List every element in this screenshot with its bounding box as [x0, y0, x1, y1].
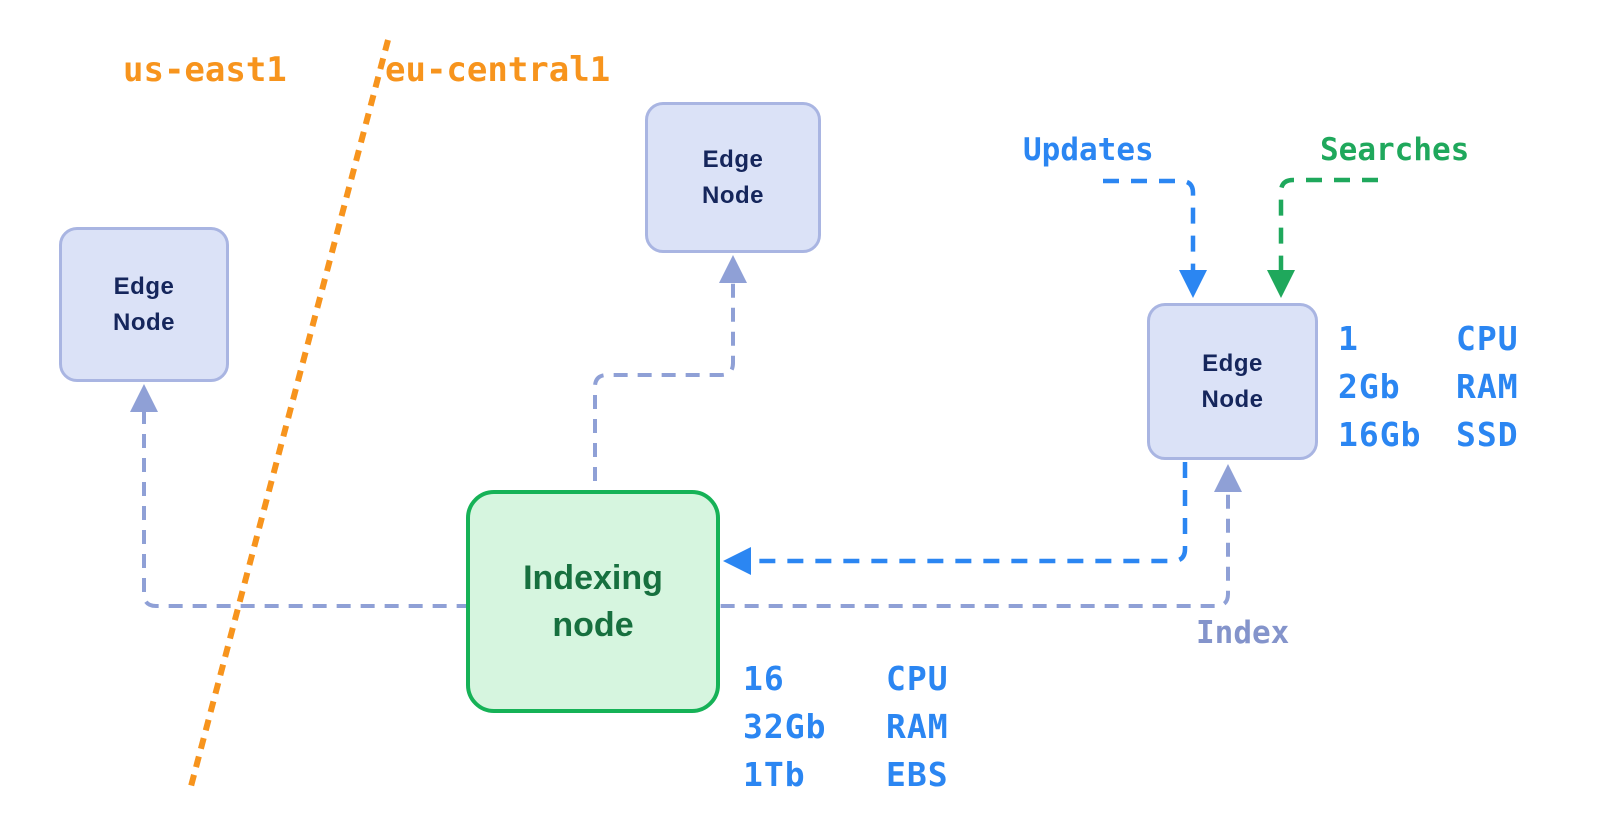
edge-node-label-line1: Edge: [113, 272, 175, 300]
spec-value: 1Tb: [743, 755, 806, 794]
spec-unit: EBS: [886, 755, 949, 794]
spec-value: 32Gb: [743, 707, 827, 746]
edge-node-label-line2: Node: [113, 308, 175, 336]
indexing-node-specs: 16 CPU 32Gb RAM 1Tb EBS: [743, 655, 949, 799]
spec-unit: RAM: [886, 707, 949, 746]
edge-node-us-east: Edge Node: [59, 227, 229, 382]
spec-value: 2Gb: [1338, 367, 1401, 406]
searches-flow-line: [1278, 177, 1378, 270]
updates-flow-label: Updates: [1023, 132, 1154, 168]
edge-node-label-line2: Node: [1201, 385, 1264, 413]
region-divider-line: [187, 39, 391, 791]
spec-unit: CPU: [1456, 319, 1519, 358]
updates-arrowhead: [1179, 270, 1207, 298]
spec-unit: CPU: [886, 659, 949, 698]
updates-to-indexing-line: [752, 462, 1188, 564]
index-arrowhead-left: [130, 384, 158, 412]
edge-node-right: Edge Node: [1147, 303, 1318, 460]
index-arrowhead-top: [719, 255, 747, 283]
edge-node-eu-central: Edge Node: [645, 102, 821, 253]
edge-node-label-line1: Edge: [1202, 349, 1263, 377]
region-label-us-east1: us-east1: [123, 50, 287, 90]
indexing-node-label-line2: node: [552, 605, 634, 644]
searches-flow-label: Searches: [1320, 132, 1470, 168]
searches-arrowhead: [1267, 270, 1295, 298]
spec-unit: RAM: [1456, 367, 1519, 406]
edge-node-label-line1: Edge: [702, 145, 764, 173]
edge-node-label-line2: Node: [702, 181, 764, 209]
index-flow-line-top: [593, 281, 735, 505]
indexing-node: Indexing node: [466, 490, 720, 713]
updates-flow-line: [1103, 178, 1196, 270]
indexing-node-label-line1: Indexing: [523, 558, 663, 597]
spec-value: 1: [1338, 319, 1359, 358]
edge-node-specs: 1 CPU 2Gb RAM 16Gb SSD: [1338, 315, 1519, 459]
index-flow-label: Index: [1196, 615, 1290, 651]
updates-to-indexing-arrowhead: [723, 547, 751, 575]
spec-value: 16Gb: [1338, 415, 1422, 454]
spec-unit: SSD: [1456, 415, 1519, 454]
index-arrowhead-right: [1214, 464, 1242, 492]
spec-value: 16: [743, 659, 785, 698]
region-label-eu-central1: eu-central1: [385, 50, 611, 90]
